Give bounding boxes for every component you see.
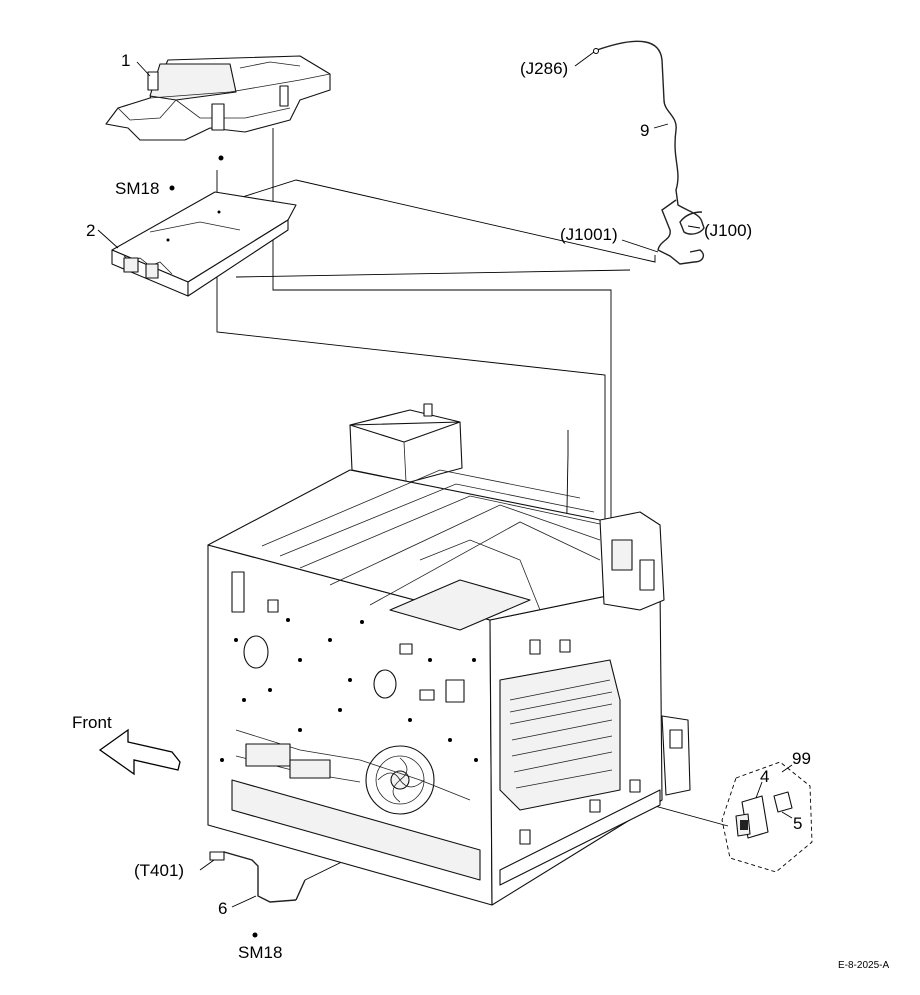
callout-leaders	[97, 51, 793, 908]
callout-6: 6	[218, 899, 227, 918]
callout-j100: (J100)	[704, 221, 752, 240]
part-9-cable	[593, 40, 705, 265]
callout-1: 1	[121, 51, 130, 70]
front-label: Front	[72, 713, 112, 732]
part-2-board	[111, 185, 297, 297]
callout-9: 9	[640, 121, 649, 140]
fuser-rollers	[509, 679, 613, 789]
part-4-switch	[735, 795, 769, 839]
callout-sm18-top: SM18	[115, 179, 159, 198]
main-frame-assembly	[207, 403, 691, 906]
callout-5: 5	[793, 814, 802, 833]
callout-j1001: (J1001)	[560, 225, 618, 244]
part-99-kit	[721, 761, 813, 873]
figure-code: E-8-2025-A	[838, 960, 889, 971]
part-1-duct-cover	[105, 55, 331, 161]
callout-sm18-bottom: SM18	[238, 943, 282, 962]
part-6-cable	[209, 851, 306, 938]
part-5-clip	[773, 791, 793, 813]
callout-labels: 1 2 SM18 (J286) 9 (J100) (J1001) Front 9…	[72, 51, 889, 971]
callout-4: 4	[760, 767, 769, 786]
panel-screw-points	[220, 618, 478, 762]
front-arrow-icon	[98, 728, 181, 776]
callout-t401: (T401)	[134, 861, 184, 880]
callout-j286: (J286)	[520, 59, 568, 78]
callout-2: 2	[86, 221, 95, 240]
callout-99: 99	[792, 749, 811, 768]
